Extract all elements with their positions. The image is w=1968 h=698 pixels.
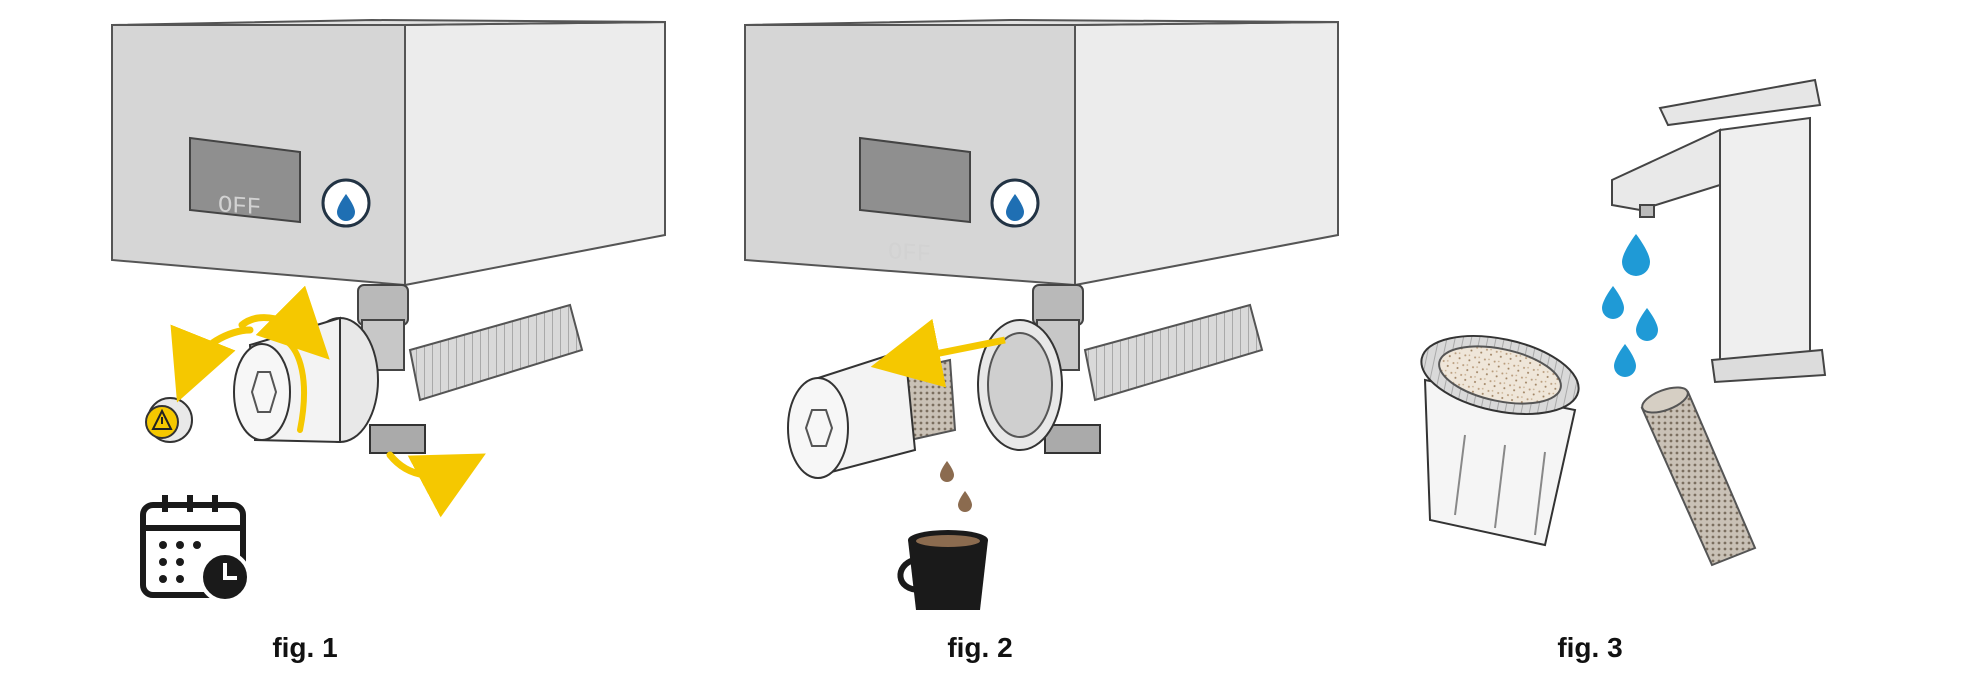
appliance-box <box>744 18 1339 287</box>
figure-1: OFF <box>111 18 666 603</box>
dirty-water-drops <box>940 461 972 512</box>
warning-icon <box>145 397 193 443</box>
figure-2: OFF <box>744 18 1339 610</box>
rotation-arrows <box>170 285 486 518</box>
figure-3 <box>1420 78 1827 567</box>
valve-assembly <box>977 284 1264 454</box>
filter-bowl-removed <box>787 348 957 479</box>
faucet <box>1611 78 1827 384</box>
figure-2-caption: fig. 2 <box>947 632 1013 663</box>
calendar-clock-icon <box>140 495 251 603</box>
display-panel: OFF <box>859 136 971 269</box>
display-text: OFF <box>218 192 261 222</box>
valve-assembly <box>233 284 584 454</box>
figure-1-caption: fig. 1 <box>272 632 338 663</box>
pull-arrow <box>870 318 1006 388</box>
water-drop-icon <box>1602 234 1658 377</box>
water-drop-icon <box>990 178 1040 228</box>
display-panel: OFF <box>189 136 301 224</box>
filter-bowl <box>1420 335 1580 547</box>
filter-mesh-cartridge <box>1640 386 1757 567</box>
display-text: OFF <box>888 239 931 269</box>
figure-3-caption: fig. 3 <box>1557 632 1623 663</box>
water-drop-icon <box>321 178 371 228</box>
bucket-icon <box>897 530 988 610</box>
